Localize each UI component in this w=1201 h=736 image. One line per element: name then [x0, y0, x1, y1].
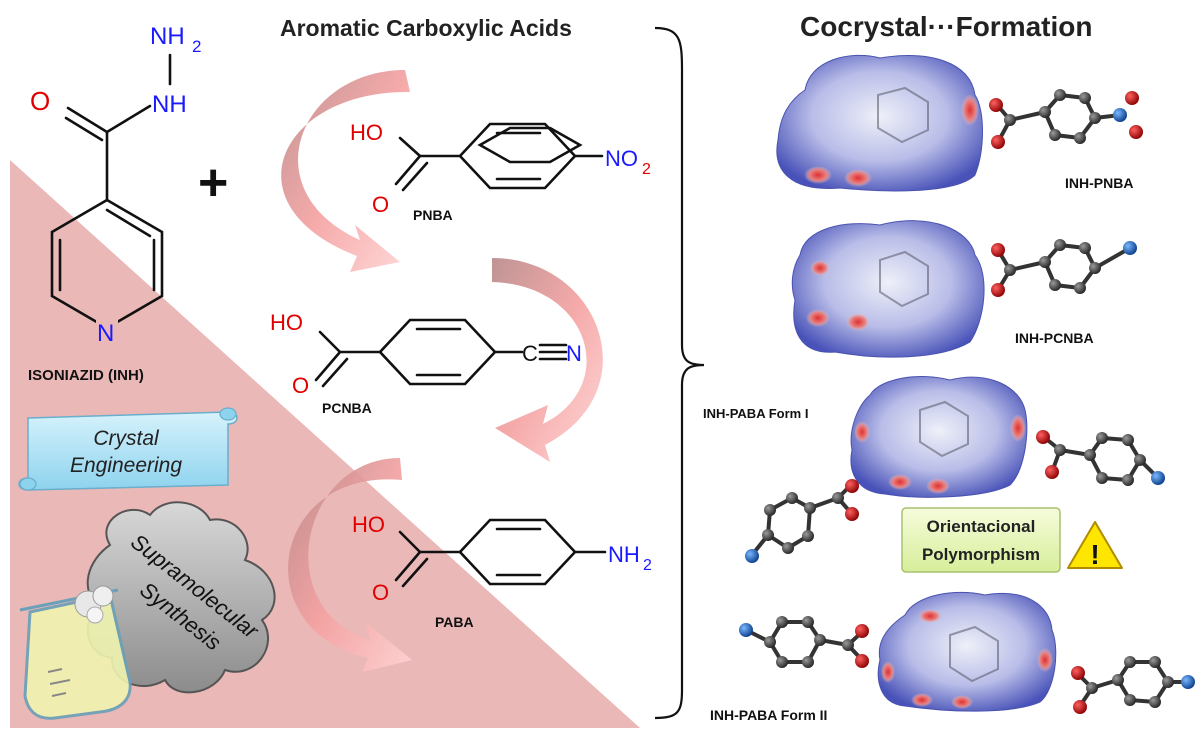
orientational-polymorphism-box: Orientacional Polymorphism — [901, 507, 1061, 573]
arrow-1 — [281, 70, 410, 272]
ortho-line1: Orientacional — [927, 517, 1036, 536]
ortho-line2: Polymorphism — [922, 545, 1040, 564]
inh-ring-nitrogen: N — [97, 320, 114, 347]
cocrystal-label-3: INH-PABA Form I — [703, 406, 808, 421]
pnba-structure: HO O NO 2 PNBA — [350, 120, 651, 223]
warning-icon: ! — [1067, 521, 1123, 570]
crystal-engineering-banner: Crystal Engineering — [18, 407, 238, 491]
cocrystal-inh-paba-form1: INH-PABA Form I — [703, 375, 1165, 563]
cocrystal-label-1: INH-PNBA — [1065, 175, 1133, 191]
warning-symbol: ! — [1090, 539, 1099, 570]
paba-group-label: NH — [608, 542, 640, 567]
pcnba-name-label: PCNBA — [322, 400, 372, 416]
acids-title: Aromatic Carboxylic Acids — [280, 15, 572, 41]
arrow-3 — [288, 458, 412, 672]
paba-group-subscript: 2 — [643, 557, 652, 574]
cocrystal-inh-pnba: INH-PNBA — [776, 54, 1143, 192]
cocrystal-inh-pcnba: INH-PCNBA — [791, 220, 1137, 358]
plus-sign: + — [198, 154, 228, 212]
pnba-group-label: NO — [605, 146, 638, 171]
cocrystal-label-4: INH-PABA Form II — [710, 707, 827, 723]
crystal-banner-line2: Engineering — [70, 454, 182, 477]
isoniazid-structure: O NH NH 2 N ISONIAZID (INH) — [28, 23, 201, 384]
curved-arrows — [281, 70, 603, 672]
inh-nh2-subscript: 2 — [192, 37, 201, 56]
paba-name-label: PABA — [435, 614, 474, 630]
cocrystal-inh-paba-form2: INH-PABA Form II — [710, 591, 1195, 723]
pcnba-nitrogen-label: N — [566, 341, 582, 366]
pcnba-structure: HO O C N PCNBA — [270, 310, 582, 416]
beaker-icon — [19, 585, 132, 720]
grouping-bracket — [654, 26, 705, 720]
cocrystal-label-2: INH-PCNBA — [1015, 330, 1094, 346]
supramolecular-cloud: Supramolecular Synthesis — [86, 501, 276, 694]
cocrystal-title: Cocrystal···Formation — [800, 11, 1092, 42]
crystal-banner-line1: Crystal — [93, 427, 160, 450]
arrow-2 — [492, 258, 603, 462]
pnba-name-label: PNBA — [413, 207, 453, 223]
inh-nh2-label: NH — [150, 23, 185, 50]
pnba-group-subscript: 2 — [642, 161, 651, 178]
inh-oxygen-label: O — [30, 86, 50, 116]
pcnba-ho-label: HO — [270, 310, 303, 335]
paba-structure: HO O NH 2 PABA — [352, 512, 652, 630]
inh-name-label: ISONIAZID (INH) — [28, 367, 144, 384]
pnba-ho-label: HO — [350, 120, 383, 145]
pcnba-o-label: O — [292, 373, 309, 398]
paba-ho-label: HO — [352, 512, 385, 537]
inh-nh-label: NH — [152, 91, 187, 118]
pnba-o-label: O — [372, 192, 389, 217]
pcnba-carbon-label: C — [522, 341, 538, 366]
paba-o-label: O — [372, 580, 389, 605]
